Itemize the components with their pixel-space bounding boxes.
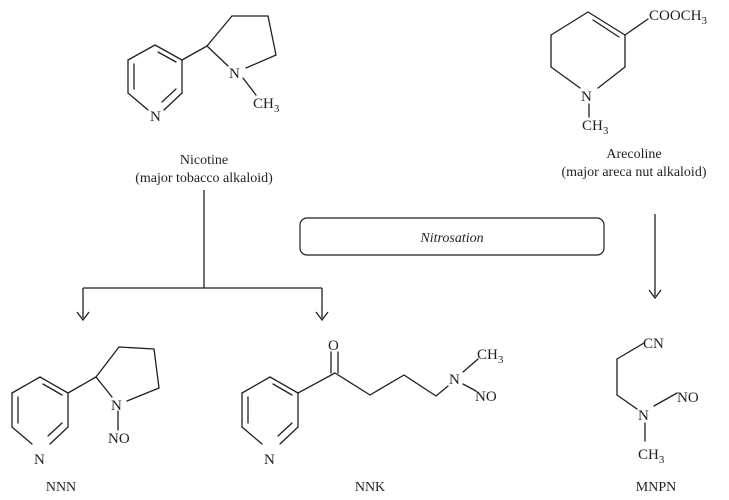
nnn-nitroso: NO (108, 431, 130, 447)
nicotine-methyl: CH3 (253, 96, 280, 115)
arecoline-methyl: CH3 (582, 118, 609, 137)
arecoline-flow-arrow (648, 214, 662, 300)
mnpn-amine-n: N (638, 408, 649, 424)
nicotine-flow-arrows (76, 190, 329, 322)
nnk-name: NNK (355, 480, 385, 495)
nicotine-structure: N N CH3 (127, 15, 280, 125)
arrow-head-to-nnk (315, 311, 329, 322)
mnpn-methyl: CH3 (638, 447, 665, 466)
nnk-nitroso: NO (475, 389, 497, 405)
nnk-carbonyl-o: O (328, 338, 339, 354)
arecoline-name: Arecoline (606, 147, 661, 162)
arecoline-ester: COOCH3 (649, 8, 708, 27)
mnpn-nitrile: CN (643, 336, 664, 352)
nnn-structure: N N NO (11, 346, 160, 468)
nnk-methyl: CH3 (477, 347, 504, 366)
nicotine-description: (major tobacco alkaloid) (135, 171, 273, 186)
mnpn-nitroso: NO (677, 390, 699, 406)
nitrosation-box: Nitrosation (299, 217, 605, 256)
mnpn-name: MNPN (636, 480, 676, 495)
nnn-pyridine-n: N (34, 452, 45, 468)
nnk-amine-n: N (449, 372, 460, 388)
mnpn-structure: CN N NO CH3 (616, 336, 699, 466)
arecoline-description: (major areca nut alkaloid) (562, 165, 707, 180)
nnk-structure: N O N CH3 NO (241, 338, 504, 468)
arrow-head-to-nnn (76, 311, 90, 322)
nitrosation-label: Nitrosation (419, 231, 483, 246)
arecoline-n: N (581, 89, 592, 105)
nicotine-pyridine-n: N (150, 109, 161, 125)
nicotine-pyrrolidine-n: N (229, 66, 240, 82)
arrow-head-to-mnpn (648, 289, 662, 300)
nicotine-name: Nicotine (180, 153, 228, 168)
arecoline-structure: COOCH3 N CH3 (550, 8, 708, 137)
nnn-name: NNN (46, 480, 76, 495)
nnk-pyridine-n: N (264, 452, 275, 468)
nnn-pyrrolidine-n: N (111, 398, 122, 414)
